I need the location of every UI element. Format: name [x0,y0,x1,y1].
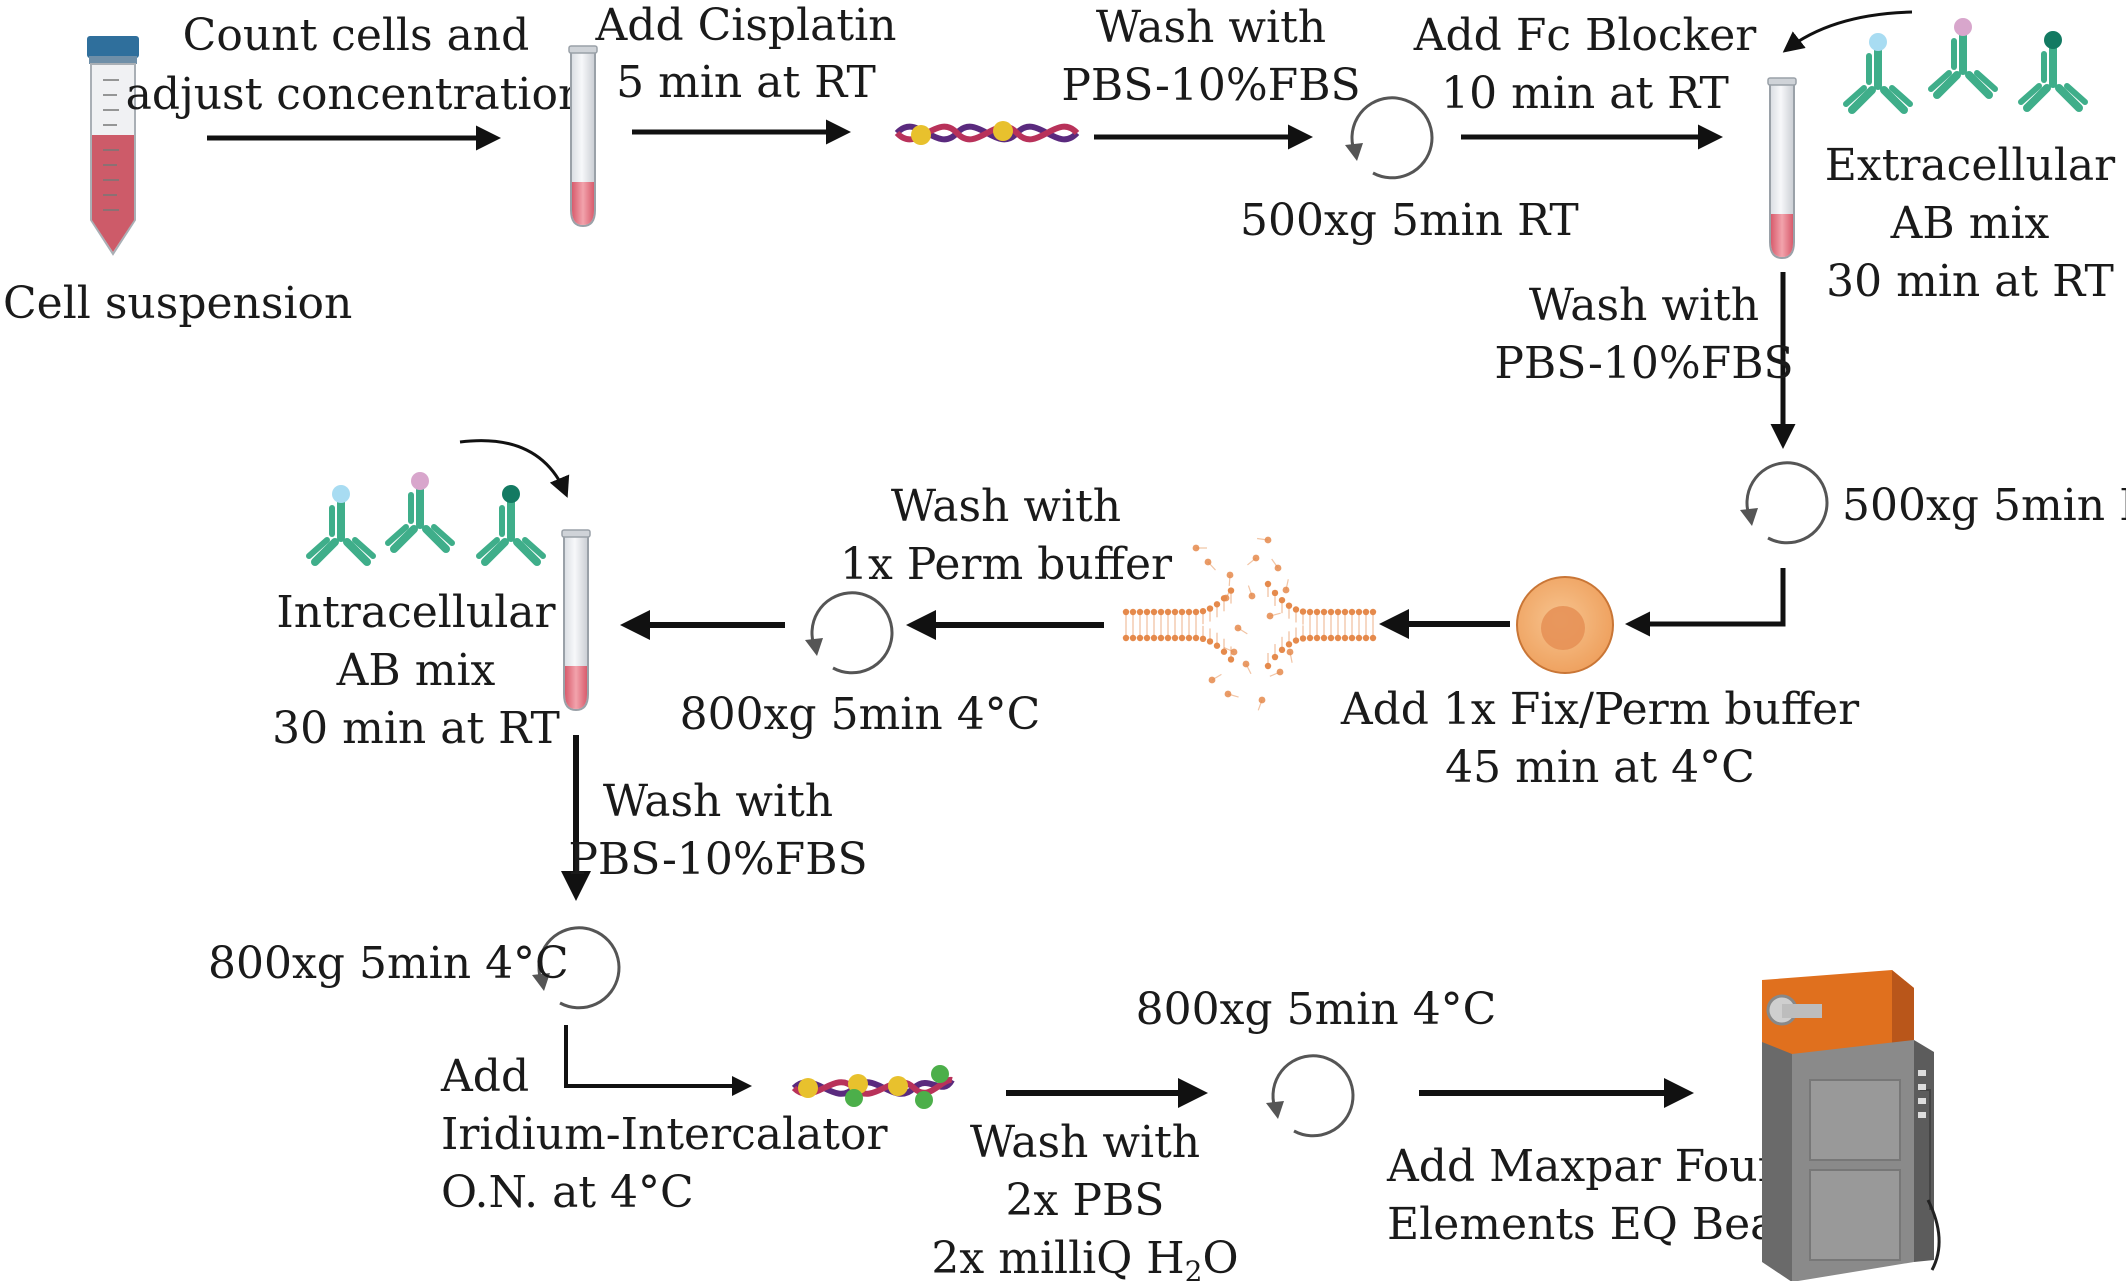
tube-icon [1767,77,1797,259]
falcon-tube-icon [87,36,139,256]
label-eq-beads-1: Add Maxpar Four [1386,1141,1780,1192]
label-fix-perm-1: Add 1x Fix/Perm buffer [1340,684,1860,735]
label-cell-suspension: Cell suspension [3,278,352,329]
label-extracellular-1: Extracellular [1825,140,2116,191]
label-iridium-1: Add [440,1051,529,1102]
label-count-cells-2: adjust concentration [126,69,587,120]
label-add-cisplatin-2: 5 min at RT [616,57,876,108]
label-fc-blocker-1: Add Fc Blocker [1413,10,1757,61]
label-wash3-2: PBS-10%FBS [568,834,867,885]
dna-icon [791,1065,955,1109]
centrifuge-icon [803,591,894,675]
antibody-icon [388,472,452,549]
label-extracellular-2: AB mix [1890,198,2050,249]
label-wash-final-1: Wash with [970,1117,1200,1168]
label-count-cells-1: Count cells and [183,10,530,61]
curved-arrow-1 [1782,10,1913,53]
dna-icon [894,121,1080,145]
label-wash-final-3: 2x milliQ H2O [931,1233,1238,1281]
label-spin4: 800xg 5min 4°C [208,938,569,989]
label-wash-final-2: 2x PBS [1006,1175,1165,1226]
label-iridium-2: Iridium-Intercalator [441,1109,888,1160]
arrow-11 [564,1025,752,1096]
antibody-icon [2021,31,2085,108]
label-wash-perm-1: Wash with [891,481,1121,532]
label-wash3-1: Wash with [603,776,833,827]
label-add-cisplatin-1: Add Cisplatin [595,0,897,51]
label-spin1: 500xg 5min RT [1240,195,1579,246]
label-fc-blocker-2: 10 min at RT [1441,68,1729,119]
cytometer-icon [1762,970,1941,1281]
label-spin5: 800xg 5min 4°C [1136,984,1497,1035]
label-intracellular-1: Intracellular [276,587,556,638]
curved-arrow-2 [459,439,570,498]
arrow-6 [1625,568,1786,637]
label-wash2-2: PBS-10%FBS [1494,338,1793,389]
label-fix-perm-2: 45 min at 4°C [1445,742,1755,793]
centrifuge-icon [1264,1054,1355,1138]
label-wash-perm-2: 1x Perm buffer [840,539,1173,590]
label-iridium-3: O.N. at 4°C [441,1167,694,1218]
antibody-icon [309,485,373,562]
label-spin3: 800xg 5min 4°C [680,689,1041,740]
label-eq-beads-2: Elements EQ Beads [1387,1199,1827,1250]
label-extracellular-3: 30 min at RT [1826,256,2114,307]
antibody-icon [1931,18,1995,95]
centrifuge-icon [1738,461,1829,545]
antibody-icon [479,485,543,562]
label-spin2: 500xg 5min RT [1842,480,2126,531]
membrane-icon [1122,536,1377,711]
label-wash1-1: Wash with [1096,2,1326,53]
cell-icon [1516,576,1614,674]
label-wash1-2: PBS-10%FBS [1061,60,1360,111]
tube-icon [561,529,591,711]
label-intracellular-2: AB mix [336,645,496,696]
label-wash2-1: Wash with [1529,280,1759,331]
tube-icon [568,45,598,227]
label-intracellular-3: 30 min at RT [272,703,560,754]
antibody-icon [1846,33,1910,110]
